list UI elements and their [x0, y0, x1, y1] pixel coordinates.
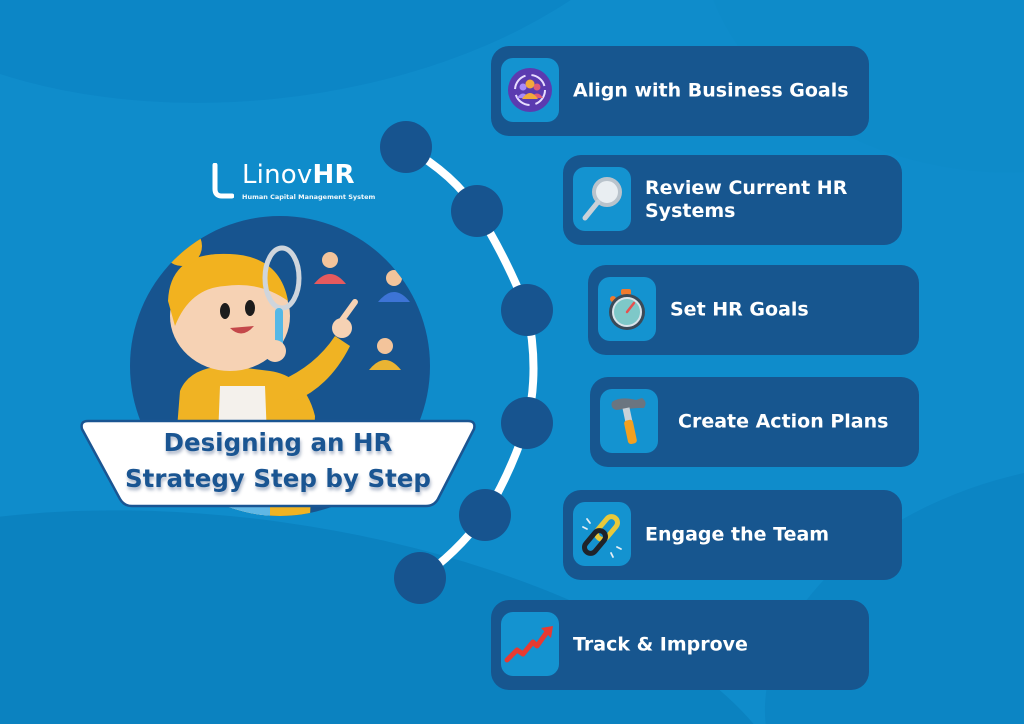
chain-link-icon — [573, 502, 631, 566]
step-label: Create Action Plans — [678, 410, 889, 433]
step-card-2: Review Current HR Systems — [563, 155, 902, 245]
step-card-4: Create Action Plans — [590, 377, 919, 467]
page-title: Designing an HR Strategy Step by Step — [78, 425, 478, 497]
step-label: Set HR Goals — [670, 298, 809, 321]
target-team-icon — [501, 58, 559, 122]
step-label: Align with Business Goals — [573, 79, 849, 102]
brand-tagline: Human Capital Management System — [242, 193, 376, 201]
step-card-3: Set HR Goals — [588, 265, 919, 355]
step-label: Review Current HR Systems — [645, 177, 848, 222]
step-card-5: Engage the Team — [563, 490, 902, 580]
title-line-1: Designing an HR — [163, 428, 393, 457]
step-label: Engage the Team — [645, 523, 830, 546]
step-card-1: Align with Business Goals — [491, 46, 869, 136]
title-line-2: Strategy Step by Step — [125, 464, 431, 493]
hammer-icon — [600, 389, 658, 453]
stopwatch-icon — [598, 277, 656, 341]
trending-up-arrow-icon — [501, 612, 559, 676]
step-label: Track & Improve — [573, 633, 748, 656]
linovhr-logo-icon — [212, 163, 234, 199]
page-title-banner: Designing an HR Strategy Step by Step — [78, 417, 478, 509]
brand-name: LinovHR — [242, 160, 355, 190]
magnifying-glass-icon — [573, 167, 631, 231]
step-card-6: Track & Improve — [491, 600, 869, 690]
